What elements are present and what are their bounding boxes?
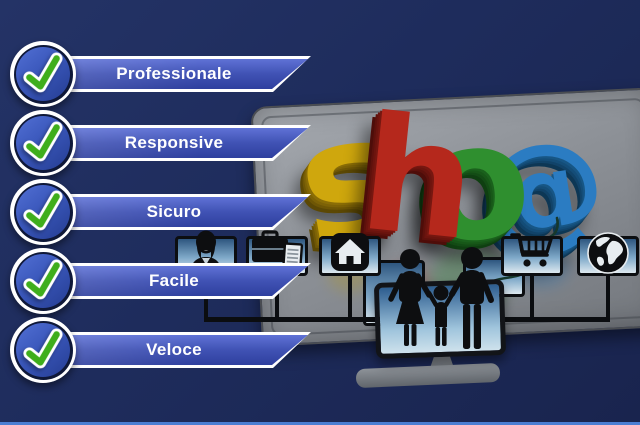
connector-stem (348, 276, 352, 318)
feature-ribbon: Sicuro (37, 194, 311, 230)
cart-screen (501, 233, 563, 276)
check-badge (10, 248, 76, 314)
connector-stem (530, 276, 534, 318)
bottom-accent-bar (0, 422, 640, 425)
feature-row: Facile (0, 248, 330, 314)
checkmark-icon (23, 52, 63, 93)
check-badge (10, 179, 76, 245)
feature-label: Professionale (116, 64, 232, 83)
monitor-stand-base (355, 362, 501, 389)
globe-screen (577, 232, 639, 276)
feature-row: Sicuro (0, 179, 330, 245)
feature-ribbon: Veloce (37, 332, 311, 368)
feature-ribbon: Facile (37, 263, 311, 299)
feature-label: Responsive (124, 133, 224, 152)
checkmark-icon (23, 121, 63, 162)
feature-label: Veloce (146, 340, 202, 359)
globe-icon (587, 232, 629, 274)
monitor-stand-neck (428, 356, 456, 374)
feature-ribbon: Responsive (37, 125, 311, 161)
feature-row: Veloce (0, 317, 330, 383)
feature-row: Professionale (0, 41, 330, 107)
home-icon (331, 233, 369, 271)
check-badge (10, 110, 76, 176)
connector-stem (606, 276, 610, 318)
check-badge (10, 41, 76, 107)
checkmark-icon (23, 328, 63, 369)
feature-ribbon: Professionale (37, 56, 311, 92)
briefcase-document-icon (252, 230, 303, 270)
home-screen (319, 233, 381, 276)
check-badge (10, 317, 76, 383)
connector-stem (275, 276, 279, 318)
feature-label: Sicuro (146, 202, 202, 221)
feature-row: Responsive (0, 110, 330, 176)
feature-label: Facile (149, 271, 199, 290)
checkmark-icon (23, 259, 63, 300)
shopping-cart-icon (510, 233, 553, 267)
checkmark-icon (23, 190, 63, 231)
